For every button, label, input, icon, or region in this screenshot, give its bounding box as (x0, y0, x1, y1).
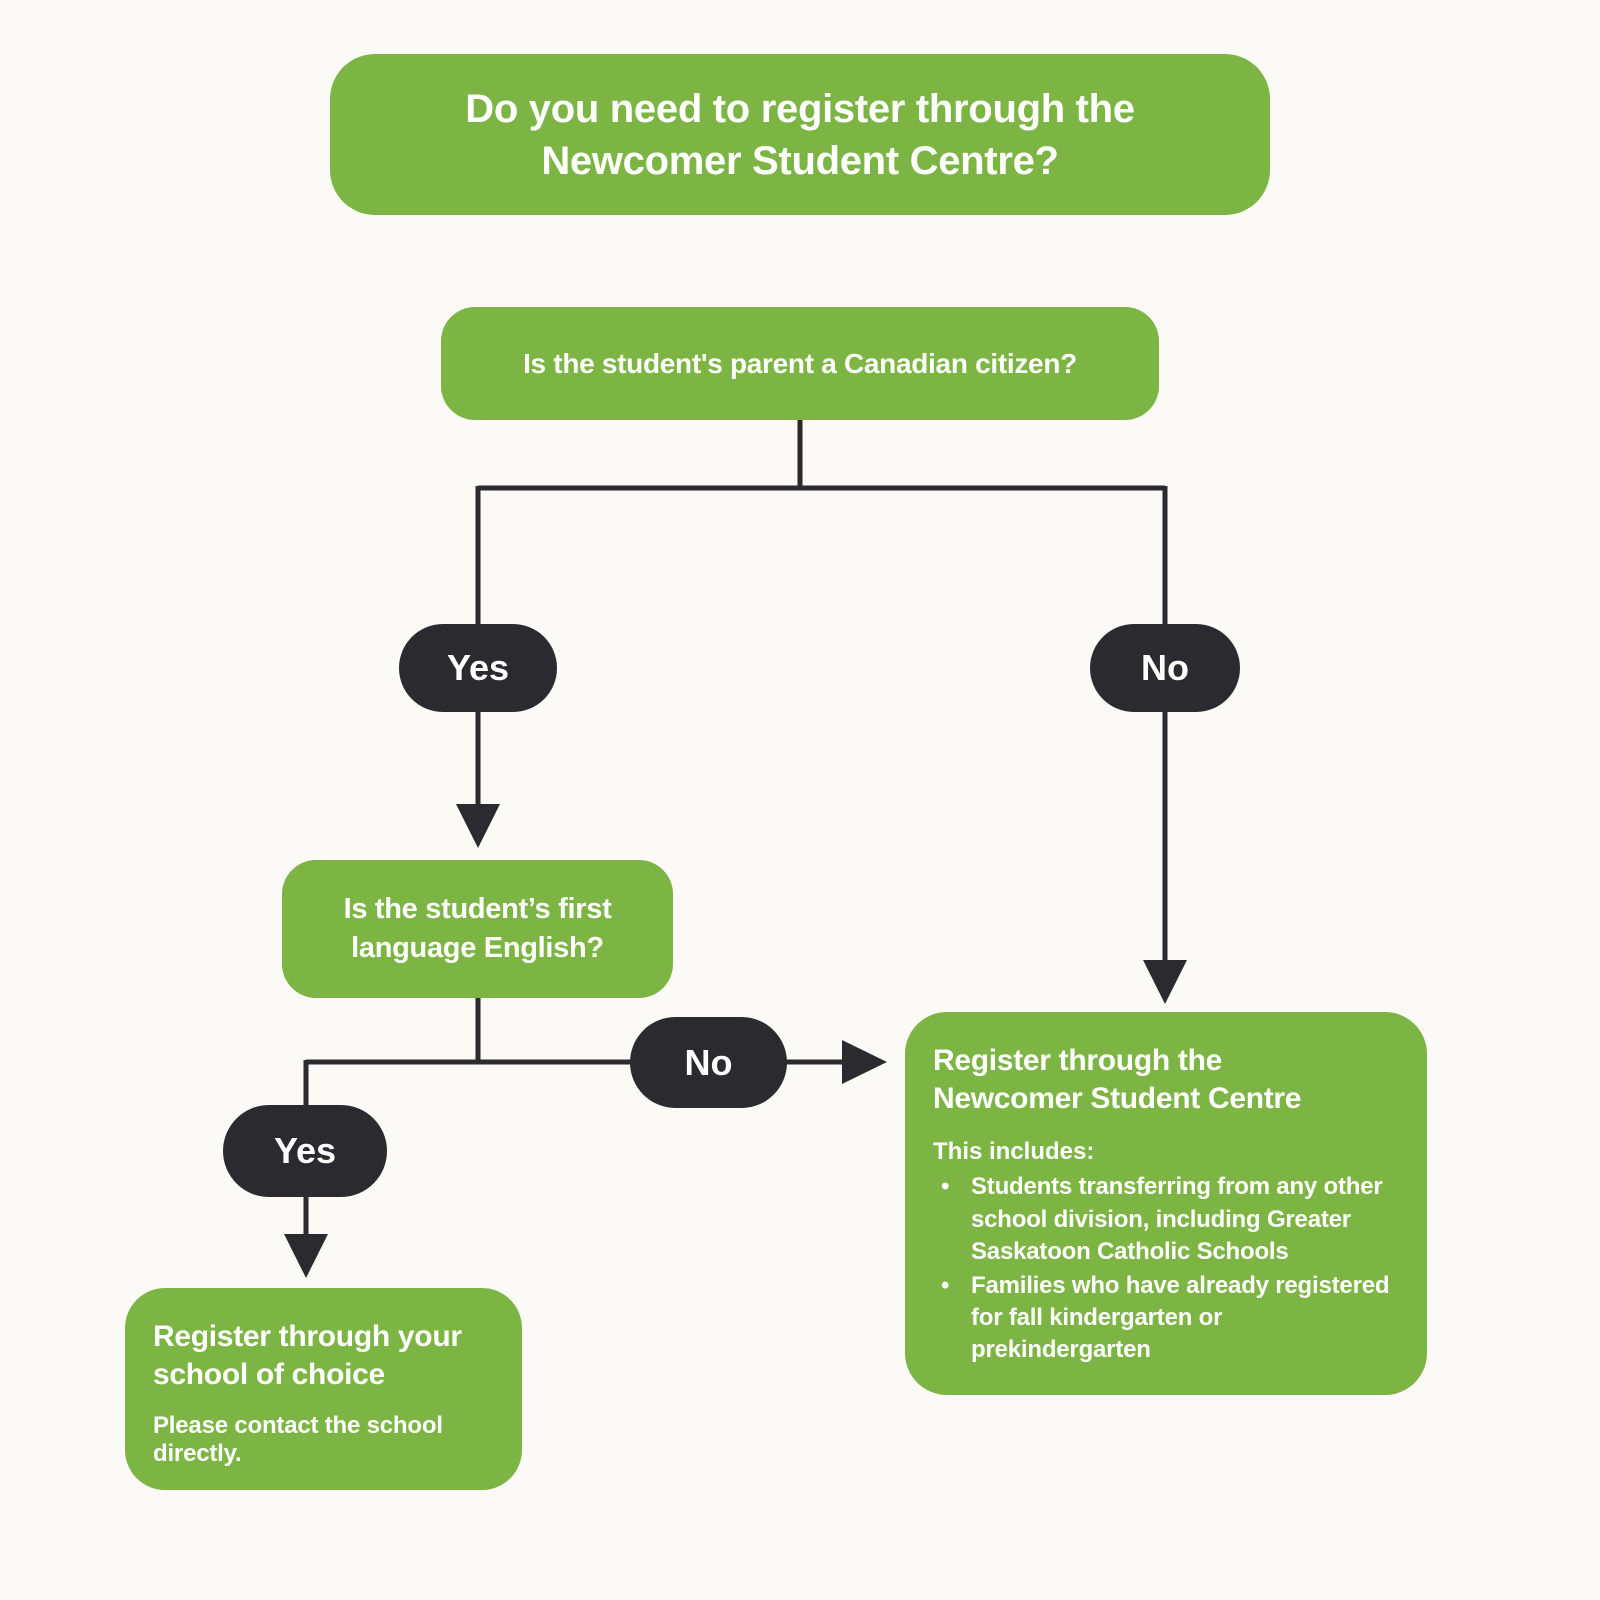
title-box: Do you need to register through the Newc… (330, 54, 1270, 215)
outcome-newcomer-centre: Register through the Newcomer Student Ce… (905, 1012, 1427, 1395)
title-line-2: Newcomer Student Centre? (541, 138, 1059, 183)
outcome-newcomer-bullet: Families who have already registered for… (933, 1270, 1399, 1366)
arrowhead-into-school (284, 1234, 328, 1278)
question-parent-citizen-text: Is the student's parent a Canadian citiz… (523, 347, 1077, 379)
outcome-school-heading-line-1: Register through your (153, 1320, 462, 1353)
arrowhead-into-newcomer-left (842, 1040, 887, 1084)
decision-first-language-no-label: No (684, 1041, 733, 1083)
decision-parent-citizen-no: No (1090, 624, 1240, 712)
outcome-newcomer-heading-line-2: Newcomer Student Centre (933, 1082, 1302, 1116)
decision-first-language-no: No (630, 1017, 787, 1108)
decision-parent-citizen-no-label: No (1141, 647, 1189, 688)
outcome-newcomer-bullet-list: Students transferring from any other sch… (933, 1171, 1399, 1366)
outcome-newcomer-intro: This includes: (933, 1138, 1095, 1166)
outcome-school-body: Please contact the school directly. (153, 1412, 494, 1467)
question-first-language-line-1: Is the student’s first (343, 892, 612, 925)
question-first-language-line-2: language English? (351, 932, 604, 964)
arrowhead-into-q2 (456, 804, 500, 848)
decision-first-language-yes-label: Yes (273, 1130, 337, 1171)
decision-parent-citizen-yes-label: Yes (446, 647, 510, 688)
outcome-school-heading: Register through your school of choice (153, 1318, 494, 1394)
outcome-newcomer-bullet: Students transferring from any other sch… (933, 1171, 1399, 1267)
question-first-language: Is the student’s first language English? (282, 860, 673, 998)
outcome-newcomer-heading: Register through the Newcomer Student Ce… (933, 1042, 1399, 1118)
arrowhead-into-newcomer-top (1143, 960, 1187, 1004)
outcome-school-of-choice: Register through your school of choice P… (125, 1288, 522, 1490)
outcome-newcomer-heading-line-1: Register through the (933, 1044, 1223, 1077)
outcome-school-heading-line-2: school of choice (153, 1358, 385, 1392)
outcome-school-body-line-1: Please contact the school (153, 1412, 443, 1440)
title-line-1: Do you need to register through the (465, 86, 1135, 131)
question-parent-citizen: Is the student's parent a Canadian citiz… (441, 307, 1159, 420)
decision-first-language-yes: Yes (223, 1105, 387, 1197)
decision-parent-citizen-yes: Yes (399, 624, 557, 712)
outcome-school-body-line-2: directly. (153, 1439, 242, 1467)
